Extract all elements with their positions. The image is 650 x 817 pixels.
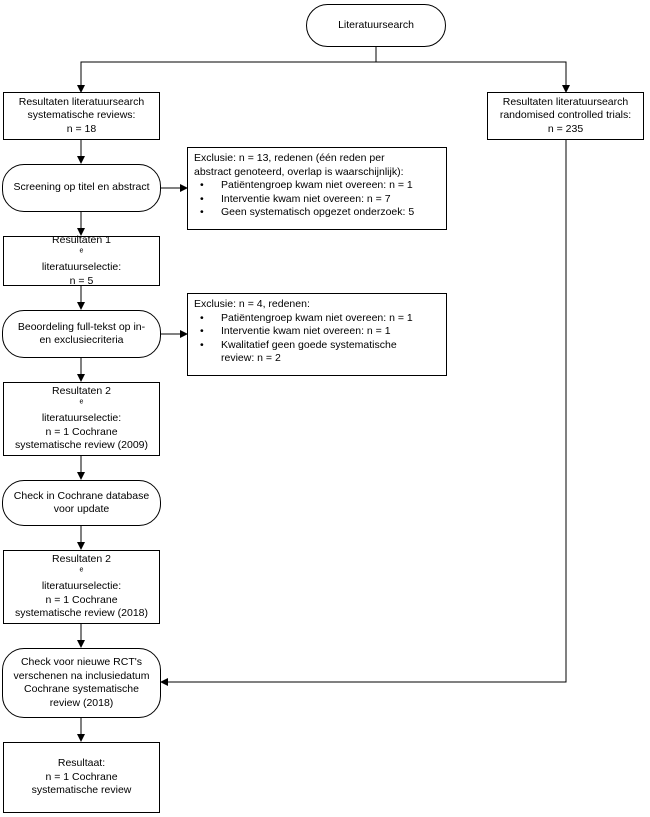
exclusion1-list: Patiëntengroep kwam niet overeen: n = 1 … (194, 179, 440, 220)
rct-results-box: Resultaten literatuursearch randomised c… (487, 92, 644, 140)
rct-results-line-3: n = 235 (547, 122, 584, 135)
selection2a-sup: e (79, 398, 84, 406)
result-line-3: systematische review (31, 784, 132, 797)
exclusion1-head-line-1: Exclusie: n = 13, redenen (één reden per (194, 152, 385, 164)
selection2b-line-2: literatuurselectie: (41, 580, 122, 593)
rct-results-line-2: randomised controlled trials: (499, 109, 632, 122)
start-node: Literatuursearch (306, 4, 446, 47)
result-box: Resultaat: n = 1 Cochrane systematische … (3, 742, 160, 813)
rct-results-line-1: Resultaten literatuursearch (502, 95, 629, 108)
selection2b-line-3: n = 1 Cochrane (45, 593, 118, 606)
fulltext-node: Beoordeling full-tekst op in- en exclusi… (2, 310, 161, 358)
screening-label: Screening op titel en abstract (13, 181, 150, 194)
exclusion1-head-line-2: abstract genoteerd, overlap is waarschij… (194, 165, 404, 178)
exclusion1-item-2: Interventie kwam niet overeen: n = 7 (194, 193, 440, 207)
fulltext-line-1: Beoordeling full-tekst op in- (17, 320, 146, 333)
connector-rct-rctcheck (160, 140, 567, 686)
exclusion-box-1: Exclusie: n = 13, redenen (één reden per… (187, 147, 447, 230)
fulltext-line-2: en exclusiecriteria (39, 334, 124, 346)
start-label: Literatuursearch (338, 18, 414, 31)
selection2a-line-2: literatuurselectie: (41, 412, 122, 425)
sr-results-box: Resultaten literatuursearch systematisch… (3, 92, 160, 140)
rct-check-line-4: review (2018) (49, 696, 114, 709)
exclusion-box-2: Exclusie: n = 4, redenen: Patiëntengroep… (187, 293, 447, 376)
sr-results-line-2: systematische reviews: (27, 109, 136, 122)
exclusion2-item-1: Patiëntengroep kwam niet overeen: n = 1 (194, 312, 440, 326)
sr-results-line-1: Resultaten literatuursearch (18, 95, 145, 108)
rct-check-line-1: Check voor nieuwe RCT's (20, 656, 143, 668)
result-line-2: n = 1 Cochrane (45, 770, 118, 783)
selection1-sup: e (79, 247, 84, 254)
rct-check-line-3: Cochrane systematische (24, 683, 139, 695)
rct-check-line-2: verschenen na inclusiedatum (13, 669, 150, 682)
selection1-line-3: n = 5 (69, 274, 94, 287)
connector-start-rct (376, 61, 570, 93)
exclusion2-item-3-line-2: review: n = 2 (221, 352, 281, 364)
exclusion2-list: Patiëntengroep kwam niet overeen: n = 1 … (194, 312, 440, 366)
selection2a-line-3: n = 1 Cochrane (45, 425, 118, 438)
cochrane-check-line-2: voor update (53, 503, 110, 515)
selection2b-line-4: systematische review (2018) (14, 607, 149, 620)
exclusion2-head: Exclusie: n = 4, redenen: (194, 298, 310, 310)
exclusion2-item-3: Kwalitatief geen goede systematische rev… (194, 339, 440, 366)
selection2b-sup: e (79, 566, 84, 574)
exclusion1-item-1: Patiëntengroep kwam niet overeen: n = 1 (194, 179, 440, 193)
exclusion1-item-3: Geen systematisch opgezet onderzoek: 5 (194, 206, 440, 220)
result-line-1: Resultaat: (57, 757, 106, 770)
rct-check-node: Check voor nieuwe RCT's verschenen na in… (2, 648, 161, 718)
exclusion2-item-3-line-1: Kwalitatief geen goede systematische (221, 338, 397, 351)
connector-start-sr (77, 47, 377, 93)
screening-node: Screening op titel en abstract (2, 164, 161, 212)
selection1-line-2: literatuurselectie: (41, 261, 122, 273)
exclusion2-item-2: Interventie kwam niet overeen: n = 1 (194, 325, 440, 339)
cochrane-check-node: Check in Cochrane database voor update (2, 480, 161, 526)
sr-results-line-3: n = 18 (66, 122, 97, 135)
selection2a-line-4: systematische review (2009) (14, 439, 149, 452)
cochrane-check-line-1: Check in Cochrane database (13, 489, 150, 502)
